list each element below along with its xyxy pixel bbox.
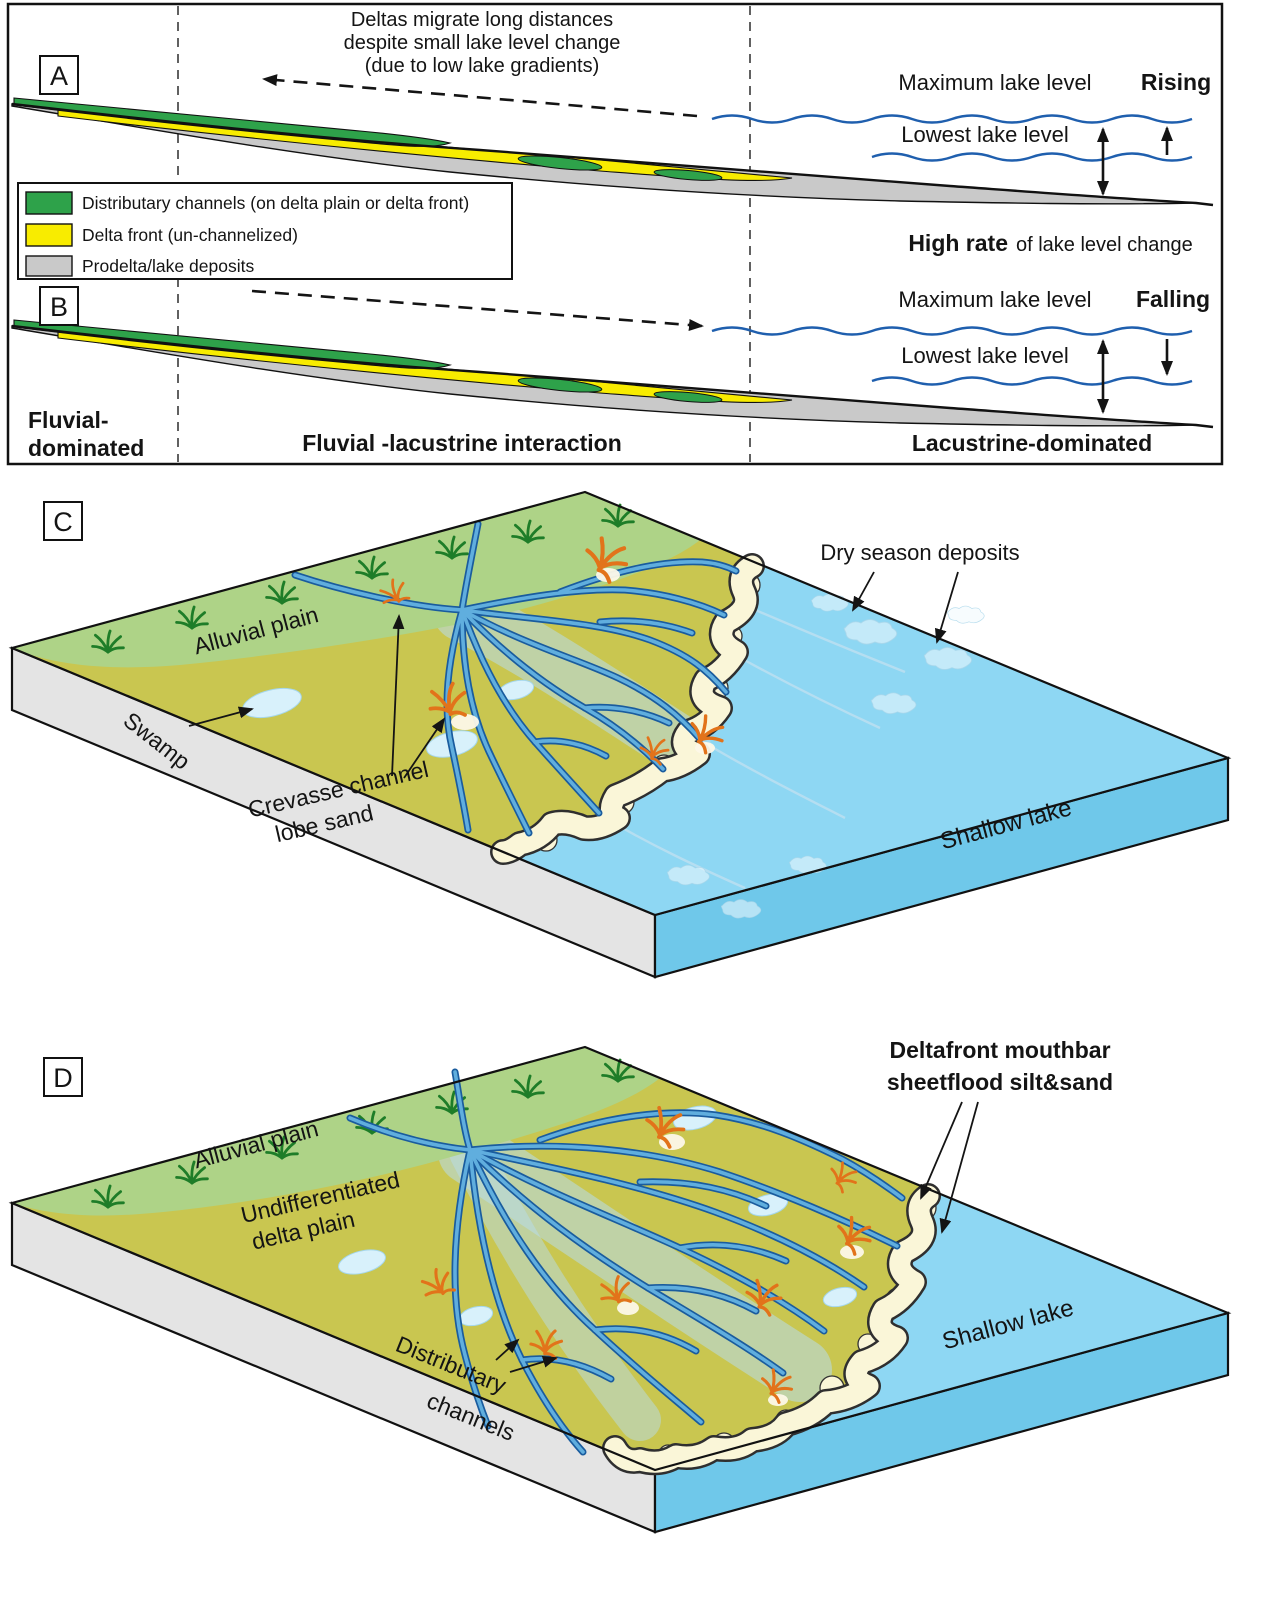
lowest-lake-level-label-a: Lowest lake level xyxy=(901,122,1069,147)
zone-lacustrine: Lacustrine-dominated xyxy=(912,430,1152,456)
legend-label-distributary: Distributary channels (on delta plain or… xyxy=(82,193,469,213)
max-lake-level-label-b: Maximum lake level xyxy=(898,287,1091,312)
lowest-lake-level-label-b: Lowest lake level xyxy=(901,343,1069,368)
lowest-lake-level-line-b xyxy=(871,376,1193,386)
delta-wedge-b xyxy=(10,318,1215,429)
legend: Distributary channels (on delta plain or… xyxy=(17,182,513,280)
rising-label: Rising xyxy=(1141,69,1211,95)
migration-arrow-a xyxy=(262,74,698,118)
panel-c-box xyxy=(43,501,83,541)
legend-label-prodelta: Prodelta/lake deposits xyxy=(82,256,254,276)
panel-d-label: D xyxy=(53,1063,73,1093)
distributary-arrows xyxy=(495,1338,558,1373)
panel-b-label: B xyxy=(50,292,68,322)
interdistributary-bay-d1 xyxy=(438,1120,832,1402)
max-lake-level-line-b xyxy=(711,326,1193,336)
zone-fluvial-line1: Fluvial- xyxy=(28,407,109,433)
mouthbar-arrows xyxy=(920,1101,979,1234)
delta-migration-arrows xyxy=(251,74,704,331)
panel-b-box xyxy=(39,286,79,326)
migration-note-line1: Deltas migrate long distances xyxy=(351,9,613,31)
block-c xyxy=(8,490,1232,979)
legend-swatch-distributary xyxy=(25,191,73,215)
migration-arrow-b xyxy=(251,289,704,331)
lake-level-range-arrows xyxy=(1097,126,1173,414)
panel-a-box xyxy=(39,55,79,95)
block-d-top-outline xyxy=(8,1045,1232,1472)
mouthbar-label-line1: Deltafront mouthbar xyxy=(889,1037,1110,1063)
migration-note-line3: (due to low lake gradients) xyxy=(365,55,600,77)
falling-label: Falling xyxy=(1136,286,1210,312)
block-c-top-outline xyxy=(8,490,1232,917)
lowest-lake-level-line-a xyxy=(871,152,1193,162)
panel-c-label: C xyxy=(53,507,73,537)
delta-front-band-c xyxy=(492,555,763,863)
mouthbar-label-line2: sheetflood silt&sand xyxy=(887,1069,1113,1095)
lake-level-lines xyxy=(711,114,1193,386)
legend-label-deltafront: Delta front (un-channelized) xyxy=(82,225,298,245)
high-rate-bold: High rate xyxy=(908,230,1008,256)
legend-swatch-deltafront xyxy=(25,223,73,247)
block-d xyxy=(8,1045,1232,1534)
high-rate-rest: of lake level change xyxy=(1016,234,1193,256)
crevasse-arrows xyxy=(391,614,446,779)
zone-fluvial-line2: dominated xyxy=(28,435,144,461)
migration-note-line2: despite small lake level change xyxy=(344,32,621,54)
alluvial-plain-d xyxy=(12,1047,660,1216)
max-lake-level-label-a: Maximum lake level xyxy=(898,70,1091,95)
dry-season-arrows xyxy=(852,571,959,644)
legend-swatch-prodelta xyxy=(25,255,73,277)
zone-interaction: Fluvial -lacustrine interaction xyxy=(302,430,622,456)
cross-section-border xyxy=(6,2,1224,466)
panel-a-label: A xyxy=(50,61,68,91)
dry-season-label: Dry season deposits xyxy=(820,540,1019,565)
swamp-arrow xyxy=(188,706,254,727)
max-lake-level-line-a xyxy=(711,114,1193,124)
delta-front-band-d xyxy=(604,1185,939,1473)
legend-box xyxy=(17,182,513,280)
panel-d-box xyxy=(43,1057,83,1097)
